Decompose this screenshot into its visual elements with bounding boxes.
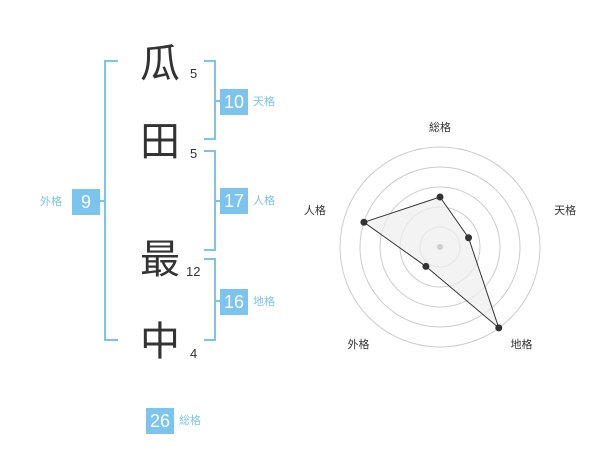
- gaikaku-value: 9: [72, 189, 100, 215]
- name-char-3: 最: [140, 237, 180, 283]
- radar-axis-label: 地格: [511, 337, 533, 351]
- soukaku-label: 総格: [179, 414, 201, 427]
- radar-point-天格: [465, 234, 473, 242]
- chikaku-label: 地格: [253, 295, 275, 308]
- jinkaku-bracket-tick: [214, 200, 220, 202]
- jinkaku-label: 人格: [253, 194, 275, 207]
- radar-axis-label: 総格: [429, 120, 451, 134]
- chikaku-bracket: [204, 258, 216, 341]
- name-char-2: 田: [140, 119, 180, 165]
- gaikaku-bracket: [104, 60, 118, 341]
- radar-center-dot: [437, 244, 443, 250]
- radar-point-外格: [422, 262, 430, 270]
- tenkaku-label: 天格: [253, 95, 275, 108]
- soukaku-value: 26: [146, 408, 174, 434]
- radar-axis-label: 天格: [554, 203, 576, 217]
- radar-series-area: [362, 196, 500, 330]
- gaikaku-label: 外格: [40, 195, 62, 208]
- stroke-count-2: 5: [190, 146, 198, 161]
- name-char-4: 中: [140, 319, 180, 365]
- gaikaku-bracket-tick: [98, 200, 106, 202]
- stroke-count-3: 12: [186, 264, 201, 279]
- chikaku-value: 16: [220, 289, 248, 315]
- tenkaku-bracket-tick: [214, 100, 220, 102]
- radar-ring: [339, 146, 541, 348]
- radar-axis-label: 人格: [304, 203, 326, 217]
- chikaku-bracket-tick: [214, 300, 220, 302]
- stroke-count-1: 5: [190, 66, 198, 81]
- name-char-1: 瓜: [140, 41, 180, 87]
- tenkaku-value: 10: [220, 89, 248, 115]
- jinkaku-value: 17: [220, 188, 248, 214]
- radar-axis-label: 外格: [347, 337, 369, 351]
- radar-ring: [359, 166, 521, 328]
- radar-point-総格: [436, 193, 444, 201]
- radar-points: [360, 193, 503, 332]
- stroke-count-4: 4: [190, 346, 198, 361]
- radar-point-地格: [495, 324, 503, 332]
- radar-point-人格: [360, 218, 368, 226]
- radar-ring: [379, 186, 501, 308]
